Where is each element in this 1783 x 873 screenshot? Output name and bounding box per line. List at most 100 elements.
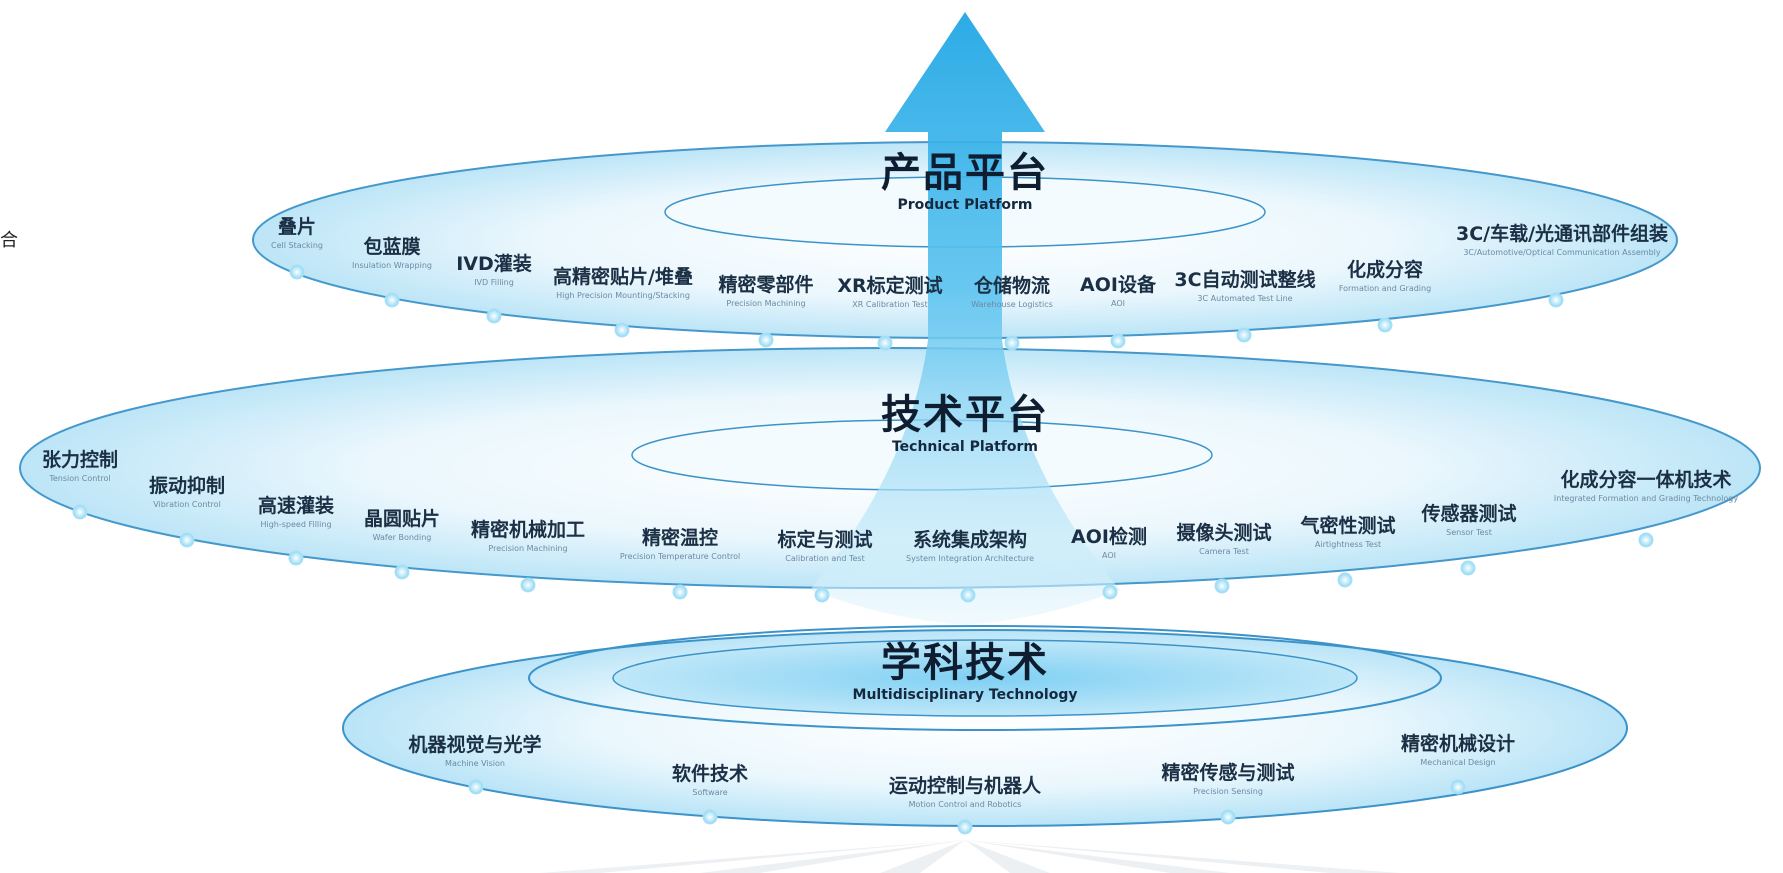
multidisciplinary-title: 学科技术 Multidisciplinary Technology — [853, 640, 1078, 704]
item-label-zh: 精密机械设计 — [1400, 733, 1516, 755]
item-label-en: Cell Stacking — [270, 241, 324, 250]
node-dot — [1220, 809, 1236, 825]
node-dot — [672, 584, 688, 600]
item-label-en: Integrated Formation and Grading Technol… — [1553, 494, 1739, 503]
item-label-zh: 摄像头测试 — [1176, 522, 1272, 544]
node-dot — [1337, 572, 1353, 588]
item-label-zh: 精密零部件 — [718, 274, 814, 296]
edge-text-fragment: 合 — [0, 230, 18, 251]
item-label-zh: 仓储物流 — [973, 275, 1051, 297]
node-dots — [72, 264, 1654, 835]
product-item: AOI设备 AOI — [1080, 273, 1156, 309]
multidisciplinary-title-en: Multidisciplinary Technology — [852, 687, 1078, 703]
node-dot — [960, 587, 976, 603]
multidisciplinary-item: 精密传感与测试 Precision Sensing — [1161, 761, 1294, 797]
node-dot — [758, 332, 774, 348]
node-dot — [288, 550, 304, 566]
item-label-en: Camera Test — [1199, 547, 1249, 556]
item-label-zh: XR标定测试 — [837, 275, 943, 297]
item-label-en: Software — [692, 788, 728, 797]
technical-item: 气密性测试 Airtightness Test — [1300, 514, 1395, 550]
item-label-en: Formation and Grading — [1338, 284, 1432, 293]
product-title-en: Product Platform — [897, 197, 1033, 213]
item-label-zh: 包蓝膜 — [363, 236, 421, 258]
item-label-zh: IVD灌装 — [456, 253, 532, 275]
item-label-zh: 晶圆贴片 — [363, 508, 441, 530]
item-label-en: Calibration and Test — [785, 554, 865, 563]
node-dot — [877, 335, 893, 351]
item-label-zh: 振动抑制 — [148, 475, 226, 497]
item-label-en: AOI — [1102, 551, 1116, 560]
node-dot — [468, 779, 484, 795]
multidisciplinary-item: 软件技术 Software — [672, 762, 748, 798]
node-dot — [1102, 584, 1118, 600]
item-label-zh: 软件技术 — [671, 763, 749, 785]
floor-rays — [540, 840, 1400, 873]
node-dot — [289, 264, 305, 280]
node-dot — [1460, 560, 1476, 576]
node-dot — [384, 292, 400, 308]
node-dot — [702, 809, 718, 825]
technical-title-en: Technical Platform — [891, 439, 1039, 455]
item-label-zh: 3C/车载/光通讯部件组装 — [1455, 223, 1669, 245]
product-title-zh: 产品平台 — [881, 150, 1049, 196]
item-label-zh: 精密温控 — [641, 527, 718, 549]
node-dot — [814, 587, 830, 603]
technical-item: 摄像头测试 Camera Test — [1176, 521, 1271, 557]
item-label-en: Insulation Wrapping — [352, 261, 432, 270]
item-label-en: IVD Filling — [474, 278, 514, 287]
item-label-en: Precision Sensing — [1193, 787, 1263, 796]
node-dot — [1377, 317, 1393, 333]
item-label-en: High-speed Filling — [260, 520, 332, 529]
technical-item: 晶圆贴片 Wafer Bonding — [364, 507, 440, 543]
item-label-en: Precision Temperature Control — [619, 552, 741, 561]
item-label-en: Precision Machining — [726, 299, 806, 308]
multidisciplinary-title-zh: 学科技术 — [880, 640, 1049, 686]
product-item: 精密零部件 Precision Machining — [718, 273, 813, 309]
item-label-en: Wafer Bonding — [372, 533, 432, 542]
product-item: IVD灌装 IVD Filling — [456, 252, 532, 288]
item-label-zh: 气密性测试 — [1300, 515, 1396, 537]
product-platform-title: 产品平台 Product Platform — [881, 150, 1049, 214]
item-label-en: Motion Control and Robotics — [908, 800, 1022, 809]
item-label-en: Vibration Control — [153, 500, 221, 509]
node-dot — [179, 532, 195, 548]
item-label-en: High Precision Mounting/Stacking — [556, 291, 690, 300]
item-label-en: Tension Control — [49, 474, 111, 483]
technical-item: 精密温控 Precision Temperature Control — [620, 526, 740, 562]
item-label-zh: 精密传感与测试 — [1161, 762, 1295, 784]
product-item: 包蓝膜 Insulation Wrapping — [352, 235, 432, 271]
item-label-zh: 3C自动测试整线 — [1174, 269, 1316, 291]
item-label-en: Mechanical Design — [1420, 758, 1496, 767]
technical-title-zh: 技术平台 — [881, 392, 1049, 438]
item-label-zh: AOI设备 — [1080, 274, 1156, 296]
technical-item: 振动抑制 Vibration Control — [149, 474, 225, 510]
item-label-zh: 运动控制与机器人 — [888, 775, 1042, 797]
node-dot — [72, 504, 88, 520]
item-label-en: 3C Automated Test Line — [1197, 294, 1293, 303]
multidisciplinary-ring — [342, 625, 1628, 827]
node-dot — [1004, 335, 1020, 351]
product-item: 3C自动测试整线 3C Automated Test Line — [1174, 268, 1315, 304]
item-label-zh: 标定与测试 — [777, 529, 873, 551]
item-label-en: AOI — [1111, 299, 1125, 308]
node-dot — [520, 577, 536, 593]
technical-platform-title: 技术平台 Technical Platform — [881, 392, 1049, 456]
node-dot — [1236, 327, 1252, 343]
node-dot — [486, 308, 502, 324]
node-dot — [1214, 578, 1230, 594]
node-dot — [394, 564, 410, 580]
item-label-en: Sensor Test — [1446, 528, 1492, 537]
item-label-en: Airtightness Test — [1314, 540, 1382, 549]
multidisciplinary-item: 运动控制与机器人 Motion Control and Robotics — [889, 774, 1041, 810]
multidisciplinary-item: 精密机械设计 Mechanical Design — [1401, 732, 1515, 768]
